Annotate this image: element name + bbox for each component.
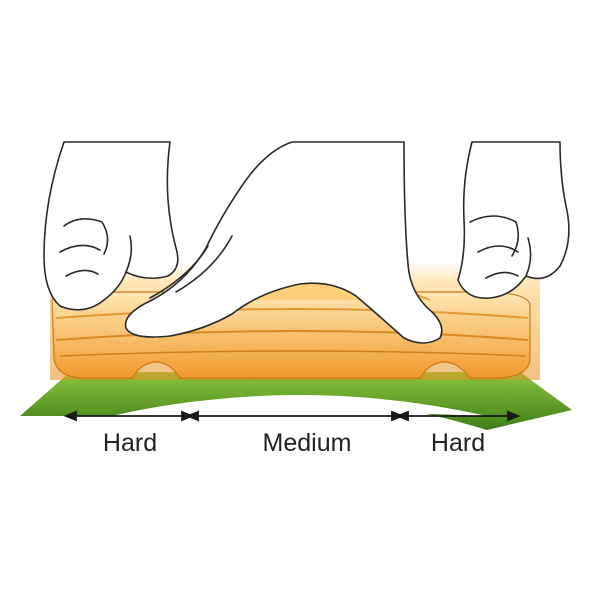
zone-dimension-arrows xyxy=(63,410,521,422)
zone-label-hard-left: Hard xyxy=(102,429,158,457)
ground-cutout xyxy=(112,395,487,416)
right-hand xyxy=(457,141,570,299)
left-hand xyxy=(43,141,179,311)
zone-label-medium: Medium xyxy=(262,429,352,457)
zone-label-hard-right: Hard xyxy=(430,429,486,457)
pressing-hand xyxy=(124,141,443,344)
